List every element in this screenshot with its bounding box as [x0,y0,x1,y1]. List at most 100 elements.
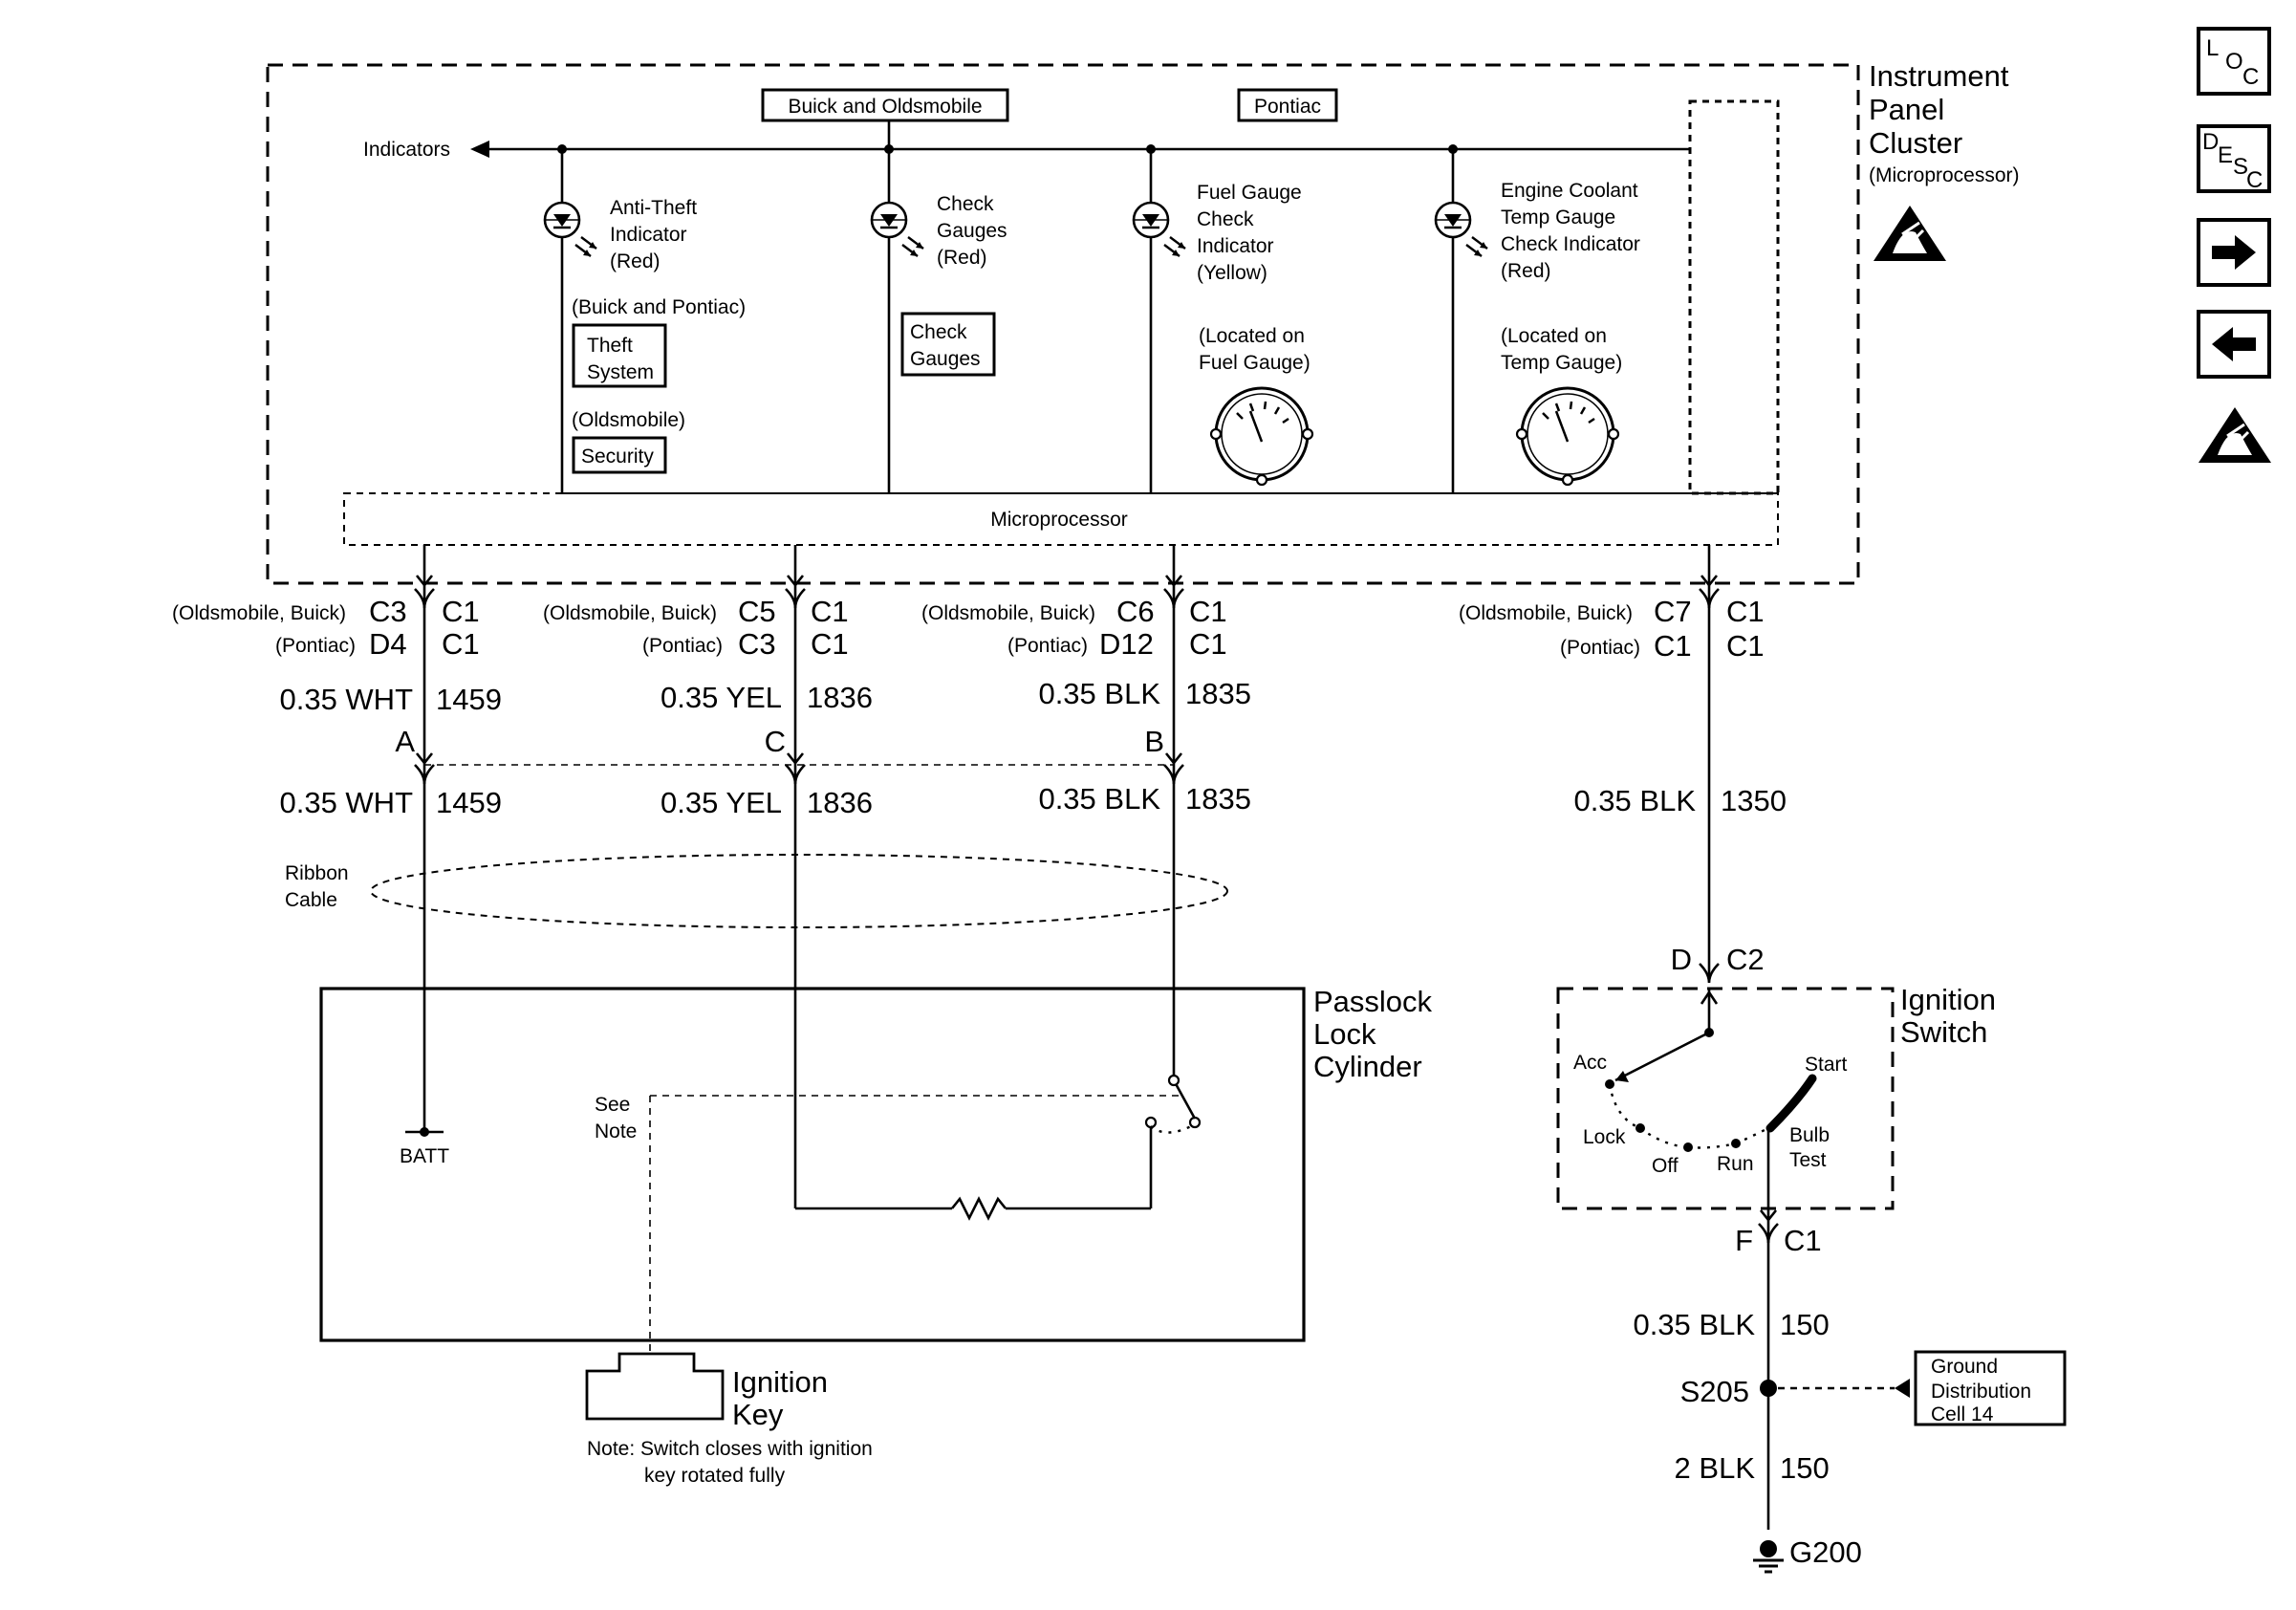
c2-circuit: 1836 [807,681,873,714]
c1-ribbon-pin: A [395,725,415,758]
ignition-key-label-2: Key [732,1398,784,1431]
pos-lock: Lock [1583,1126,1626,1148]
c2-pontiac-tag: (Pontiac) [642,635,723,657]
ign-top-pin: D [1671,943,1692,976]
ground-symbol-icon [1753,1540,1784,1574]
svg-text:D: D [2202,129,2219,155]
c3-olds-pin: C6 [1116,595,1155,628]
tag-buick-olds: Buick and Oldsmobile [788,96,982,118]
coolant-label-2: Temp Gauge [1501,207,1615,228]
gnd-dist-1: Ground [1931,1356,1998,1378]
c1-pontiac-pin: D4 [369,627,407,661]
arrow-right-button[interactable] [2197,218,2271,287]
c2-olds-tag: (Oldsmobile, Buick) [543,602,717,624]
ignition-key-note-2: key rotated fully [644,1465,786,1487]
coolant-label-4: (Red) [1501,260,1551,282]
c1-olds-pin: C3 [369,595,407,628]
passlock-box [319,987,1306,1342]
check-gauges-label-2: Gauges [937,220,1007,242]
security-label: Security [581,446,654,468]
ignition-switch-box [1556,987,1895,1210]
ign-bottom-conn: C1 [1784,1224,1822,1257]
c3-wire2: 0.35 BLK [1038,782,1160,816]
c3-conn-b: C1 [1189,627,1227,661]
theft-system-2: System [587,361,654,383]
c4-pontiac-tag: (Pontiac) [1560,637,1640,659]
fuel-label-2: Check [1197,208,1254,230]
fuel-gauge-icon [1209,386,1314,487]
c4-olds-pin: C7 [1654,595,1692,628]
pos-run: Run [1717,1153,1754,1175]
c1-olds-tag: (Oldsmobile, Buick) [172,602,346,624]
splice-label: S205 [1680,1375,1749,1408]
theft-system-1: Theft [587,335,633,357]
ign-top-conn: C2 [1726,943,1765,976]
tag-buick-olds-box [761,88,1009,122]
buick-pontiac-label: (Buick and Pontiac) [572,296,746,318]
tag-pontiac-box [1237,88,1338,122]
pos-start: Start [1805,1054,1848,1076]
antitheft-label-3: (Red) [610,250,661,272]
c1-circuit2: 1459 [436,786,502,819]
c2-conn-b: C1 [811,627,849,661]
c1-pontiac-tag: (Pontiac) [275,635,356,657]
c1-circuit: 1459 [436,683,502,716]
ipc-title-1: Instrument [1869,59,2009,93]
start-arc [1765,1074,1817,1133]
coolant-location-2: Temp Gauge) [1501,352,1622,374]
ignition-key-icon [585,1352,725,1421]
indicators-arrow-icon [470,141,489,158]
check-gauges-box-1: Check [910,321,967,343]
c3-circuit2: 1835 [1185,782,1251,816]
oldsmobile-label: (Oldsmobile) [572,409,685,431]
gnd-dist-2: Distribution [1931,1381,2031,1403]
c4-pontiac-pin: C1 [1654,629,1692,663]
ipc-boundary [266,63,1860,585]
splice-s205 [1760,1380,1777,1397]
ribbon-label-1: Ribbon [285,862,349,884]
svg-text:L: L [2206,35,2219,61]
desc-button[interactable]: D E S C [2197,124,2271,193]
check-gauges-label-3: (Red) [937,247,987,269]
c4-wire: 0.35 BLK [1573,784,1696,817]
resistor-icon [950,1196,1007,1221]
c3-pontiac-tag: (Pontiac) [1007,635,1088,657]
ipc-subtitle: (Microprocessor) [1869,164,2020,186]
antitheft-label-2: Indicator [610,224,687,246]
ribbon-label-2: Cable [285,889,337,911]
c2-wire: 0.35 YEL [661,681,782,714]
c2-ribbon-pin: C [765,725,786,758]
fuel-location-2: Fuel Gauge) [1199,352,1310,374]
coolant-label-3: Check Indicator [1501,233,1640,255]
arrow-left-button[interactable] [2197,310,2271,379]
coolant-location-1: (Located on [1501,325,1607,347]
c2-conn-a: C1 [811,595,849,628]
security-box [572,436,667,474]
c4-conn-a: C1 [1726,595,1765,628]
svg-text:C: C [2242,64,2259,90]
esd-warning-icon [2197,405,2273,465]
svg-text:O: O [2225,49,2243,75]
antitheft-label-1: Anti-Theft [610,197,697,219]
c2-olds-pin: C5 [738,595,776,628]
ignition-key-note-1: Note: Switch closes with ignition [587,1438,873,1460]
c2-circuit2: 1836 [807,786,873,819]
c4-olds-tag: (Oldsmobile, Buick) [1459,602,1633,624]
c2-wire2: 0.35 YEL [661,786,782,819]
pos-acc: Acc [1573,1052,1607,1074]
microprocessor-label: Microprocessor [990,509,1128,531]
fuel-lamp-icon [1132,201,1187,258]
c1-wire: 0.35 WHT [279,683,413,716]
loc-button[interactable]: L O C [2197,27,2271,96]
ign-title-2: Switch [1900,1015,1987,1049]
indicators-label: Indicators [363,139,450,161]
pos-bulb-test-2: Test [1789,1149,1827,1171]
passlock-title-3: Cylinder [1313,1050,1422,1083]
fuel-label-1: Fuel Gauge [1197,182,1302,204]
c3-olds-tag: (Oldsmobile, Buick) [921,602,1095,624]
ground-distribution-box [1914,1350,2067,1426]
ipc-title-2: Panel [1869,93,1944,126]
ribbon-cable [370,854,1228,928]
svg-text:C: C [2246,167,2263,193]
pos-off: Off [1652,1155,1679,1177]
